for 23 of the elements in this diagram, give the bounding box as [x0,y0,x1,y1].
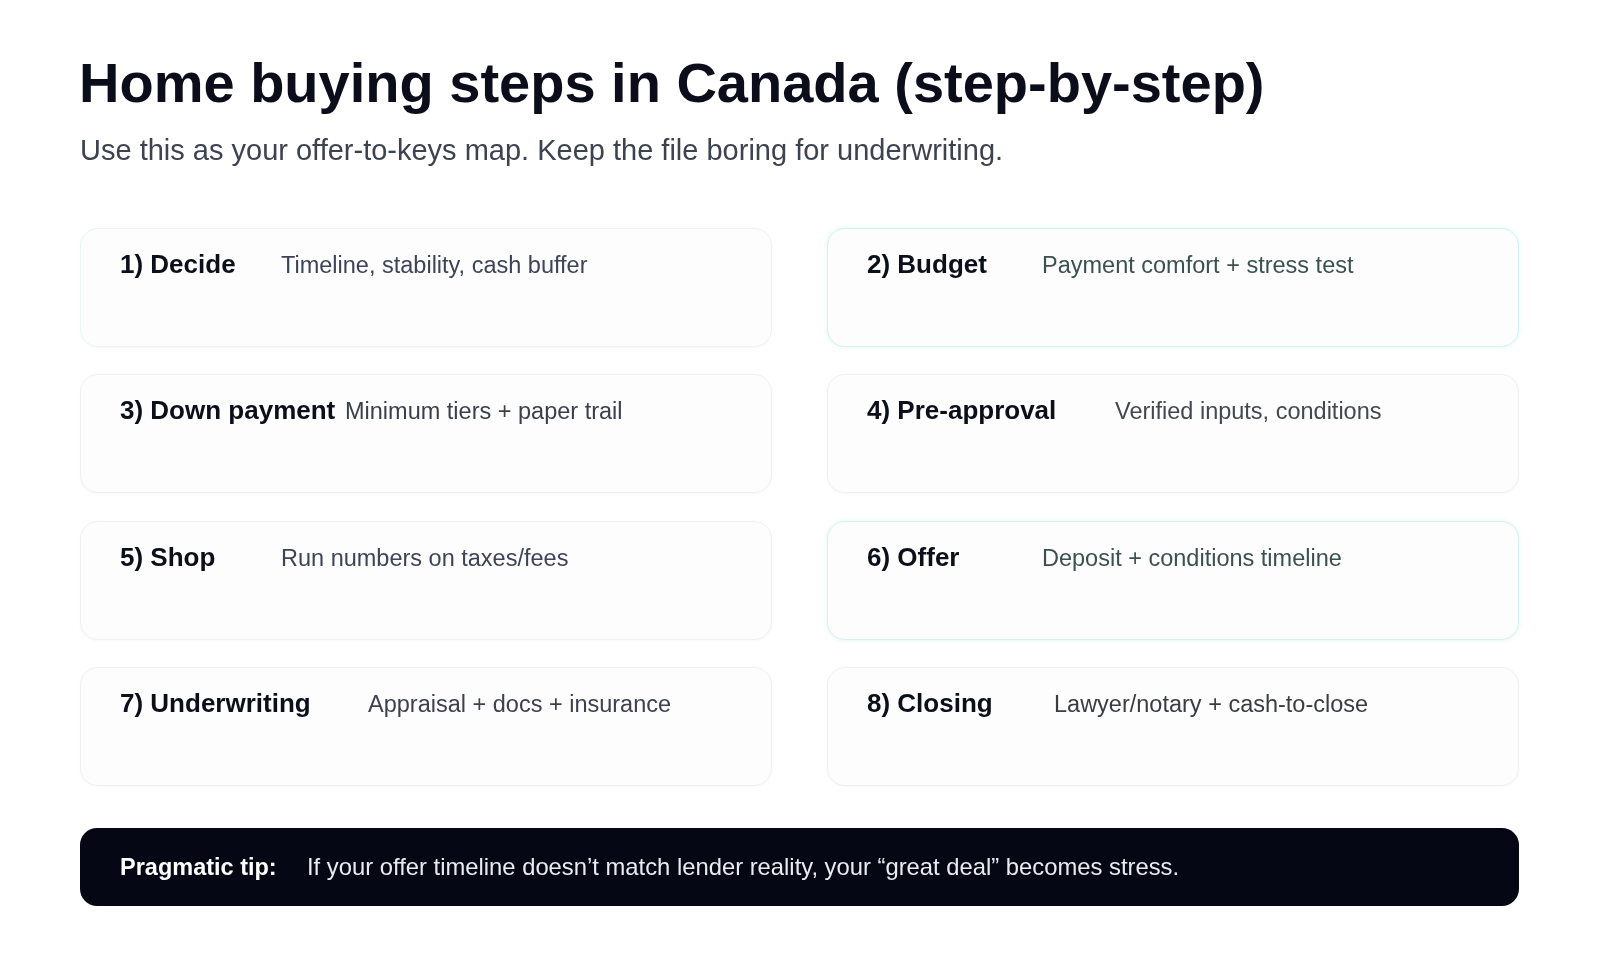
step-description: Minimum tiers + paper trail [345,397,623,426]
step-title: 3) Down payment [120,394,336,426]
tip-label: Pragmatic tip: [120,853,277,882]
step-description: Timeline, stability, cash buffer [281,251,588,280]
step-title: 7) Underwriting [120,687,311,719]
step-description: Verified inputs, conditions [1115,397,1382,426]
step-card [827,521,1519,640]
step-title: 5) Shop [120,541,216,573]
step-title: 2) Budget [867,248,987,280]
step-description: Payment comfort + stress test [1042,251,1354,280]
step-description: Deposit + conditions timeline [1042,544,1342,573]
step-title: 4) Pre-approval [867,394,1057,426]
step-title: 6) Offer [867,541,960,573]
step-description: Appraisal + docs + insurance [368,690,672,719]
tip-text: If your offer timeline doesn’t match lender reality, your “great deal” becomes stress. [307,852,1180,882]
step-description: Lawyer/notary + cash-to-close [1054,690,1369,719]
page-title: Home buying steps in Canada (step-by-step) [79,50,1265,116]
tip-banner [80,828,1519,906]
step-description: Run numbers on taxes/fees [281,544,569,573]
subtitle: Use this as your offer-to-keys map. Keep the file boring for underwriting. [80,133,1004,168]
step-title: 8) Closing [867,687,993,719]
step-title: 1) Decide [120,248,236,280]
step-card [827,228,1519,347]
